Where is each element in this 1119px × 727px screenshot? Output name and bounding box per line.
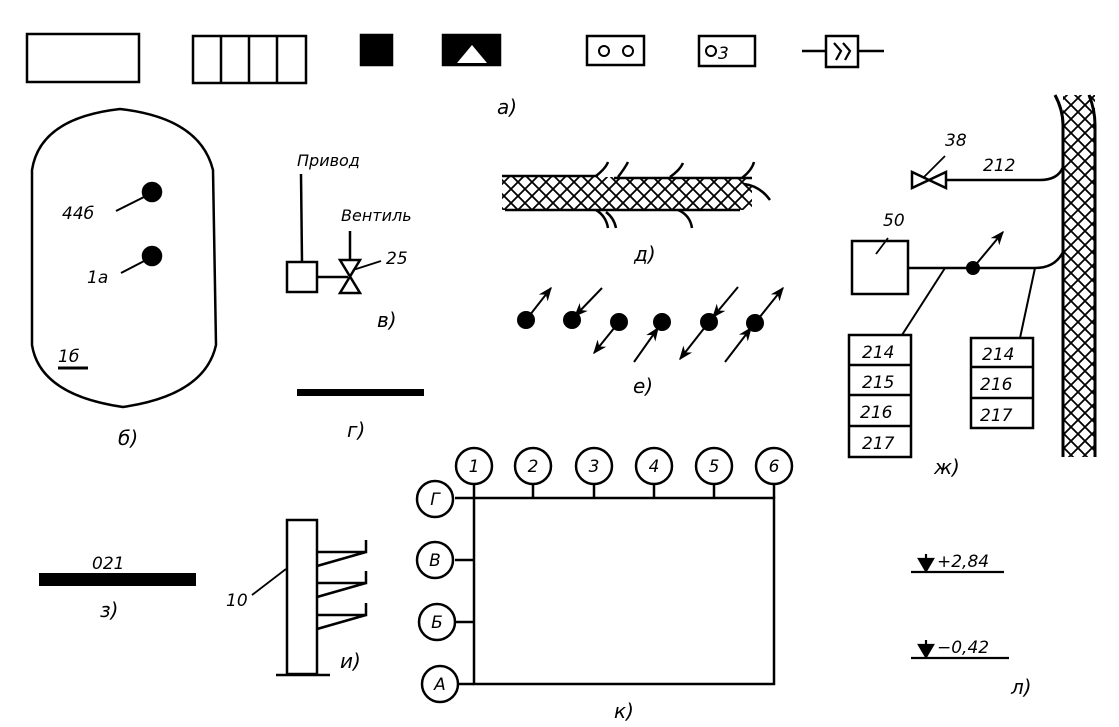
thick-line-symbol [297, 389, 424, 396]
table-right-cell: 217 [980, 406, 1013, 426]
caption-i: и) [340, 649, 361, 673]
triangle-icon [457, 45, 487, 63]
label-38: 38 [945, 131, 967, 151]
symbol-coupling-box [824, 34, 860, 69]
axis-bubble-4 [634, 446, 674, 486]
axis-label: Г [430, 490, 441, 510]
axis-label: 1 [469, 457, 480, 477]
panel-l [911, 554, 1009, 660]
axis-bubble-6 [754, 446, 794, 486]
panel-b [30, 107, 218, 409]
caption-zh: ж) [933, 455, 960, 479]
caption-v: в) [377, 308, 397, 332]
caption-b: б) [118, 426, 138, 450]
table-right-cell: 214 [982, 345, 1014, 365]
panel-d [502, 161, 772, 229]
label-50: 50 [883, 211, 905, 231]
caption-a: а) [497, 95, 517, 119]
caption-z: з) [100, 598, 118, 622]
valve-38-icon [910, 170, 948, 190]
level-label: −0,42 [937, 638, 989, 658]
axis-bubble-v [415, 540, 455, 580]
table-left-cell: 215 [862, 373, 894, 393]
caption-l: л) [1010, 675, 1032, 699]
radiator-column [285, 518, 319, 676]
symbol-filled-square [359, 33, 394, 67]
symbol-box-two-circles [585, 34, 646, 67]
panel-a [25, 32, 884, 85]
valve-icon [337, 258, 363, 295]
box-digit: 3 [718, 44, 729, 64]
vessel-outline [30, 107, 218, 409]
axis-label: Б [431, 613, 443, 633]
caption-g: г) [347, 418, 365, 442]
table-left-cell: 214 [862, 343, 894, 363]
hatched-wall-segment [502, 177, 752, 210]
caption-d: д) [633, 242, 656, 266]
level-label: +2,84 [937, 552, 989, 572]
axis-bubble-2 [513, 446, 553, 486]
label-212: 212 [983, 156, 1015, 176]
panel-i [251, 518, 368, 677]
panel-zh [847, 94, 1097, 459]
label-021: 021 [92, 554, 124, 574]
label-44b: 44б [62, 204, 94, 224]
axis-label: 3 [589, 457, 600, 477]
panel-k [415, 446, 794, 704]
label-10: 10 [226, 591, 248, 611]
axis-label: 4 [649, 457, 660, 477]
table-right [969, 336, 1035, 430]
drive-box [285, 260, 319, 294]
thick-line-021 [39, 573, 196, 586]
label-1b: 1б [58, 347, 79, 367]
level-marker-icon [917, 640, 935, 660]
caption-e: е) [633, 374, 653, 398]
axis-bubble-3 [574, 446, 614, 486]
label-1a: 1а [87, 268, 108, 288]
axis-label: В [429, 551, 441, 571]
table-left-cell: 216 [860, 403, 893, 423]
axis-bubble-5 [694, 446, 734, 486]
panel-e [517, 286, 784, 363]
symbol-rectangle [25, 32, 141, 84]
axis-label: 5 [709, 457, 720, 477]
axis-label: 2 [528, 457, 539, 477]
symbol-box-circle-3 [697, 34, 757, 68]
label-valve: Вентиль [341, 206, 412, 225]
hatched-wall-vertical [1063, 95, 1095, 457]
table-left-cell: 217 [862, 434, 895, 454]
panel-v [285, 173, 382, 295]
axis-bubble-a [420, 664, 460, 704]
table-right-cell: 216 [980, 375, 1013, 395]
axis-bubble-1 [454, 446, 494, 486]
grid-frame [472, 496, 776, 686]
axis-bubble-b [417, 602, 457, 642]
axis-label: 6 [769, 457, 780, 477]
level-marker-icon [917, 554, 935, 574]
label-25: 25 [386, 249, 408, 269]
label-drive: Привод [297, 151, 360, 170]
caption-k: к) [614, 699, 634, 723]
axis-label: А [433, 675, 446, 695]
axis-bubble-g [415, 479, 455, 519]
